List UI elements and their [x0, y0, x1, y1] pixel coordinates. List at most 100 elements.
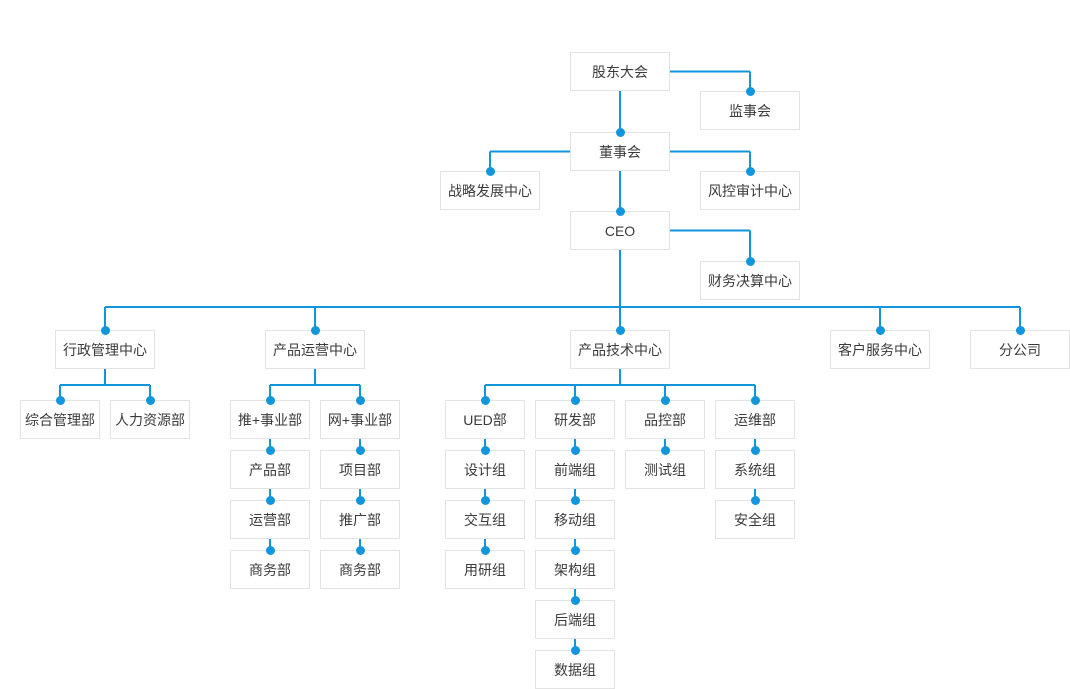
connector-dot-n20 [355, 495, 365, 505]
org-node-label: 董事会 [599, 143, 641, 160]
org-node-label: 运营部 [249, 511, 291, 528]
org-node-label: 系统组 [734, 461, 776, 478]
connector-dot-n26 [750, 395, 760, 405]
org-node-n1[interactable]: 股东大会 [570, 52, 670, 91]
connector-dot-n32 [570, 495, 580, 505]
org-node-label: 用研组 [464, 561, 506, 578]
connector-dot-n2 [745, 86, 755, 96]
connector-dot-n7 [745, 256, 755, 266]
org-node-n18[interactable]: 项目部 [320, 450, 400, 489]
org-node-label: 研发部 [554, 411, 596, 428]
org-node-n25[interactable]: 品控部 [625, 400, 705, 439]
connector-dot-n35 [570, 545, 580, 555]
connector-dot-n31 [480, 495, 490, 505]
org-node-n17[interactable]: 产品部 [230, 450, 310, 489]
connector-dot-n11 [875, 325, 885, 335]
org-node-n33[interactable]: 安全组 [715, 500, 795, 539]
org-node-n8[interactable]: 行政管理中心 [55, 330, 155, 369]
org-node-n13[interactable]: 综合管理部 [20, 400, 100, 439]
org-node-n29[interactable]: 测试组 [625, 450, 705, 489]
org-node-label: 安全组 [734, 511, 776, 528]
org-node-n31[interactable]: 交互组 [445, 500, 525, 539]
org-node-n12[interactable]: 分公司 [970, 330, 1070, 369]
connector-dot-n34 [480, 545, 490, 555]
org-node-n30[interactable]: 系统组 [715, 450, 795, 489]
connector-dot-n21 [265, 545, 275, 555]
org-node-label: 财务决算中心 [708, 272, 792, 289]
connector-dot-n9 [310, 325, 320, 335]
org-node-label: 运维部 [734, 411, 776, 428]
org-node-n3[interactable]: 董事会 [570, 132, 670, 171]
org-node-label: 人力资源部 [115, 411, 185, 428]
org-node-label: 监事会 [729, 102, 771, 119]
connector-dot-n28 [570, 445, 580, 455]
connector-dot-n4 [485, 166, 495, 176]
connector-dot-n15 [265, 395, 275, 405]
org-node-n14[interactable]: 人力资源部 [110, 400, 190, 439]
org-node-n20[interactable]: 推广部 [320, 500, 400, 539]
org-node-label: 商务部 [339, 561, 381, 578]
org-node-n4[interactable]: 战略发展中心 [440, 171, 540, 210]
connector-dot-n10 [615, 325, 625, 335]
org-node-label: 移动组 [554, 511, 596, 528]
org-node-label: 交互组 [464, 511, 506, 528]
org-node-label: 前端组 [554, 461, 596, 478]
connector-dot-n14 [145, 395, 155, 405]
connector-dot-n22 [355, 545, 365, 555]
connector-dot-n17 [265, 445, 275, 455]
org-node-label: 网+事业部 [327, 411, 393, 428]
org-node-n5[interactable]: 风控审计中心 [700, 171, 800, 210]
connector-dot-n18 [355, 445, 365, 455]
org-node-label: 行政管理中心 [63, 341, 147, 358]
org-node-label: 推广部 [339, 511, 381, 528]
org-node-n2[interactable]: 监事会 [700, 91, 800, 130]
org-node-n19[interactable]: 运营部 [230, 500, 310, 539]
org-node-label: 商务部 [249, 561, 291, 578]
org-node-n37[interactable]: 数据组 [535, 650, 615, 689]
connector-dot-n30 [750, 445, 760, 455]
org-node-n27[interactable]: 设计组 [445, 450, 525, 489]
org-node-label: 产品部 [249, 461, 291, 478]
connector-dot-n25 [660, 395, 670, 405]
org-node-n7[interactable]: 财务决算中心 [700, 261, 800, 300]
connector-dot-n13 [55, 395, 65, 405]
connector-dot-n37 [570, 645, 580, 655]
org-node-n28[interactable]: 前端组 [535, 450, 615, 489]
org-node-n35[interactable]: 架构组 [535, 550, 615, 589]
org-node-n15[interactable]: 推+事业部 [230, 400, 310, 439]
connector-dot-n29 [660, 445, 670, 455]
org-node-label: 品控部 [644, 411, 686, 428]
org-node-n36[interactable]: 后端组 [535, 600, 615, 639]
org-node-n6[interactable]: CEO [570, 211, 670, 250]
org-node-n24[interactable]: 研发部 [535, 400, 615, 439]
org-node-label: 产品技术中心 [578, 341, 662, 358]
org-node-n11[interactable]: 客户服务中心 [830, 330, 930, 369]
connector-dot-n6 [615, 206, 625, 216]
org-node-n22[interactable]: 商务部 [320, 550, 400, 589]
org-node-n26[interactable]: 运维部 [715, 400, 795, 439]
connector-dot-n24 [570, 395, 580, 405]
connector-dot-n23 [480, 395, 490, 405]
org-node-label: 后端组 [554, 611, 596, 628]
connector-dot-n12 [1015, 325, 1025, 335]
org-node-label: 架构组 [554, 561, 596, 578]
org-node-n32[interactable]: 移动组 [535, 500, 615, 539]
org-node-label: 客户服务中心 [838, 341, 922, 358]
org-node-n9[interactable]: 产品运营中心 [265, 330, 365, 369]
org-node-label: UED部 [463, 411, 507, 428]
org-node-n23[interactable]: UED部 [445, 400, 525, 439]
connector-dot-n8 [100, 325, 110, 335]
org-node-n34[interactable]: 用研组 [445, 550, 525, 589]
org-node-label: 项目部 [339, 461, 381, 478]
org-node-label: 股东大会 [592, 63, 648, 80]
connector-dot-n27 [480, 445, 490, 455]
org-node-label: 推+事业部 [237, 411, 303, 428]
org-node-n21[interactable]: 商务部 [230, 550, 310, 589]
connector-dot-n16 [355, 395, 365, 405]
connector-dot-n36 [570, 595, 580, 605]
org-node-label: 分公司 [999, 341, 1041, 358]
org-node-n10[interactable]: 产品技术中心 [570, 330, 670, 369]
org-node-n16[interactable]: 网+事业部 [320, 400, 400, 439]
org-node-label: 产品运营中心 [273, 341, 357, 358]
